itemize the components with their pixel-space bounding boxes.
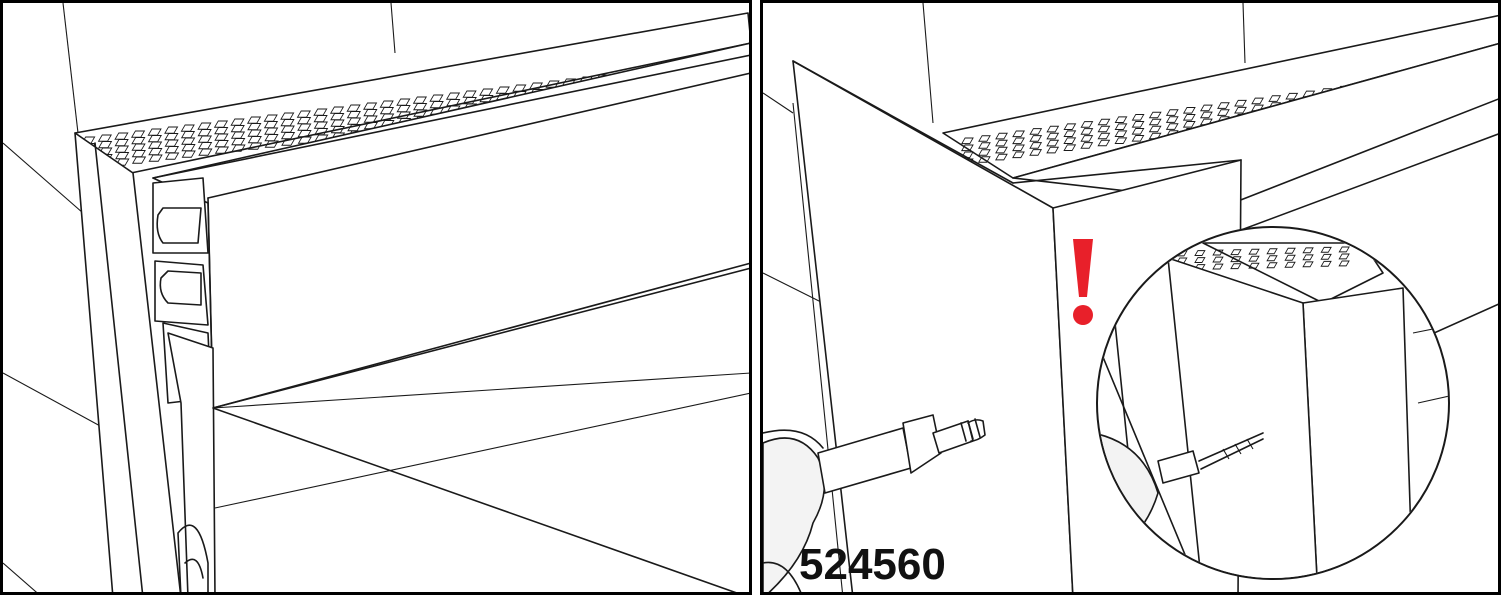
- drill-with-anchor: [763, 414, 986, 592]
- exclamation-mark-icon: [1073, 239, 1093, 325]
- profile-illustration: [3, 3, 749, 592]
- panel-profile-detail: [0, 0, 752, 595]
- magnified-detail: [1096, 226, 1450, 580]
- mounting-bracket: [167, 332, 749, 592]
- panel-installation-step: 524560: [760, 0, 1501, 595]
- installation-illustration: [763, 3, 1498, 592]
- profile-front-face: [152, 42, 749, 409]
- end-plate: [74, 132, 182, 592]
- article-number-label: 524560: [799, 540, 946, 589]
